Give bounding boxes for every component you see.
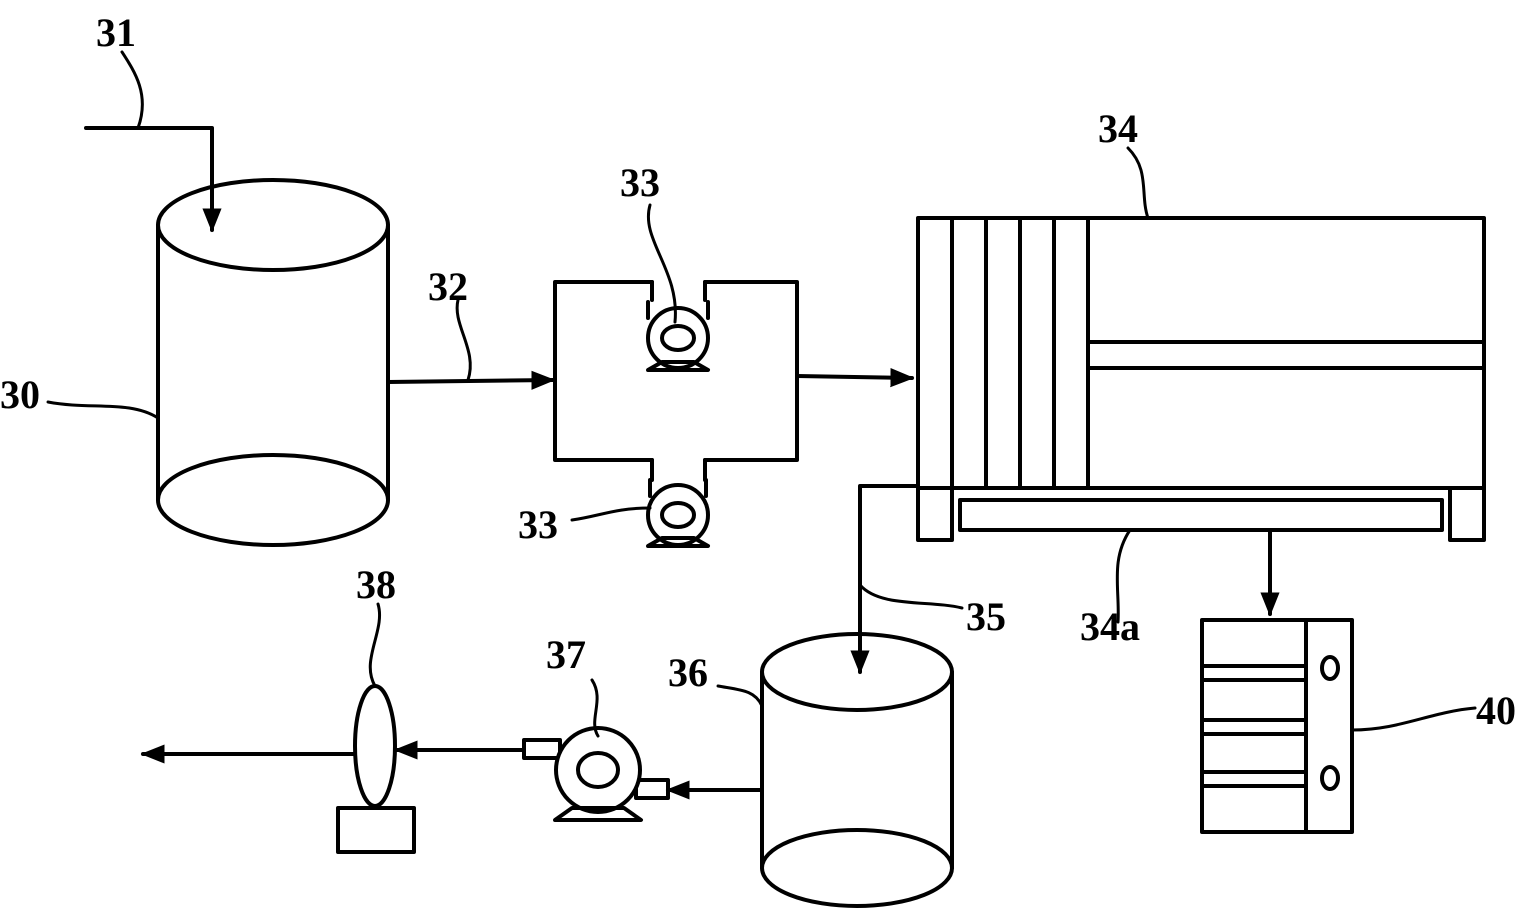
label-40: 40	[1476, 688, 1516, 733]
label-35: 35	[966, 594, 1006, 639]
machine-34	[916, 216, 1486, 542]
tray-34a	[958, 498, 1444, 532]
label-37: 37	[546, 632, 586, 677]
cabinet-40	[1200, 618, 1354, 834]
tank-30	[156, 178, 390, 547]
label-33-bottom: 33	[518, 502, 558, 547]
label-32: 32	[428, 264, 468, 309]
label-31: 31	[96, 10, 136, 55]
filter-38	[336, 684, 416, 854]
label-38: 38	[356, 562, 396, 607]
inlet-pipe-31	[84, 126, 222, 233]
label-34: 34	[1098, 106, 1138, 151]
pipe-32	[386, 370, 556, 390]
label-34a: 34a	[1080, 604, 1140, 649]
pump-33-bottom	[646, 478, 710, 548]
label-30: 30	[0, 372, 40, 417]
tank-36	[760, 632, 954, 908]
pump-33-top	[646, 300, 710, 372]
pipe-35	[850, 484, 920, 675]
label-33-top: 33	[620, 160, 660, 205]
pump-manifold	[553, 280, 915, 482]
pump-37	[522, 726, 670, 822]
leader-lines	[46, 50, 1477, 738]
label-36: 36	[668, 650, 708, 695]
